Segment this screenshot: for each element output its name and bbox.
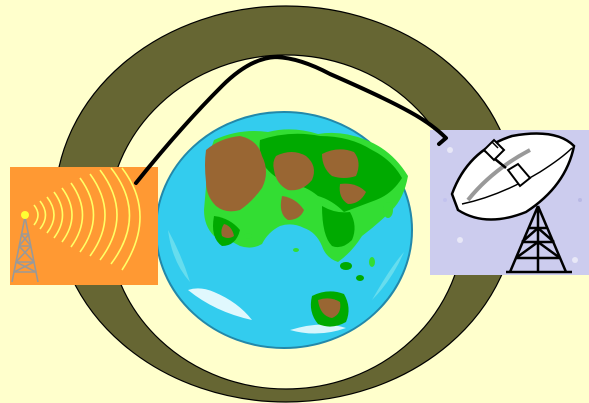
globe-icon [156,112,412,348]
receiver-panel [430,130,589,275]
antenna-light [21,211,29,219]
